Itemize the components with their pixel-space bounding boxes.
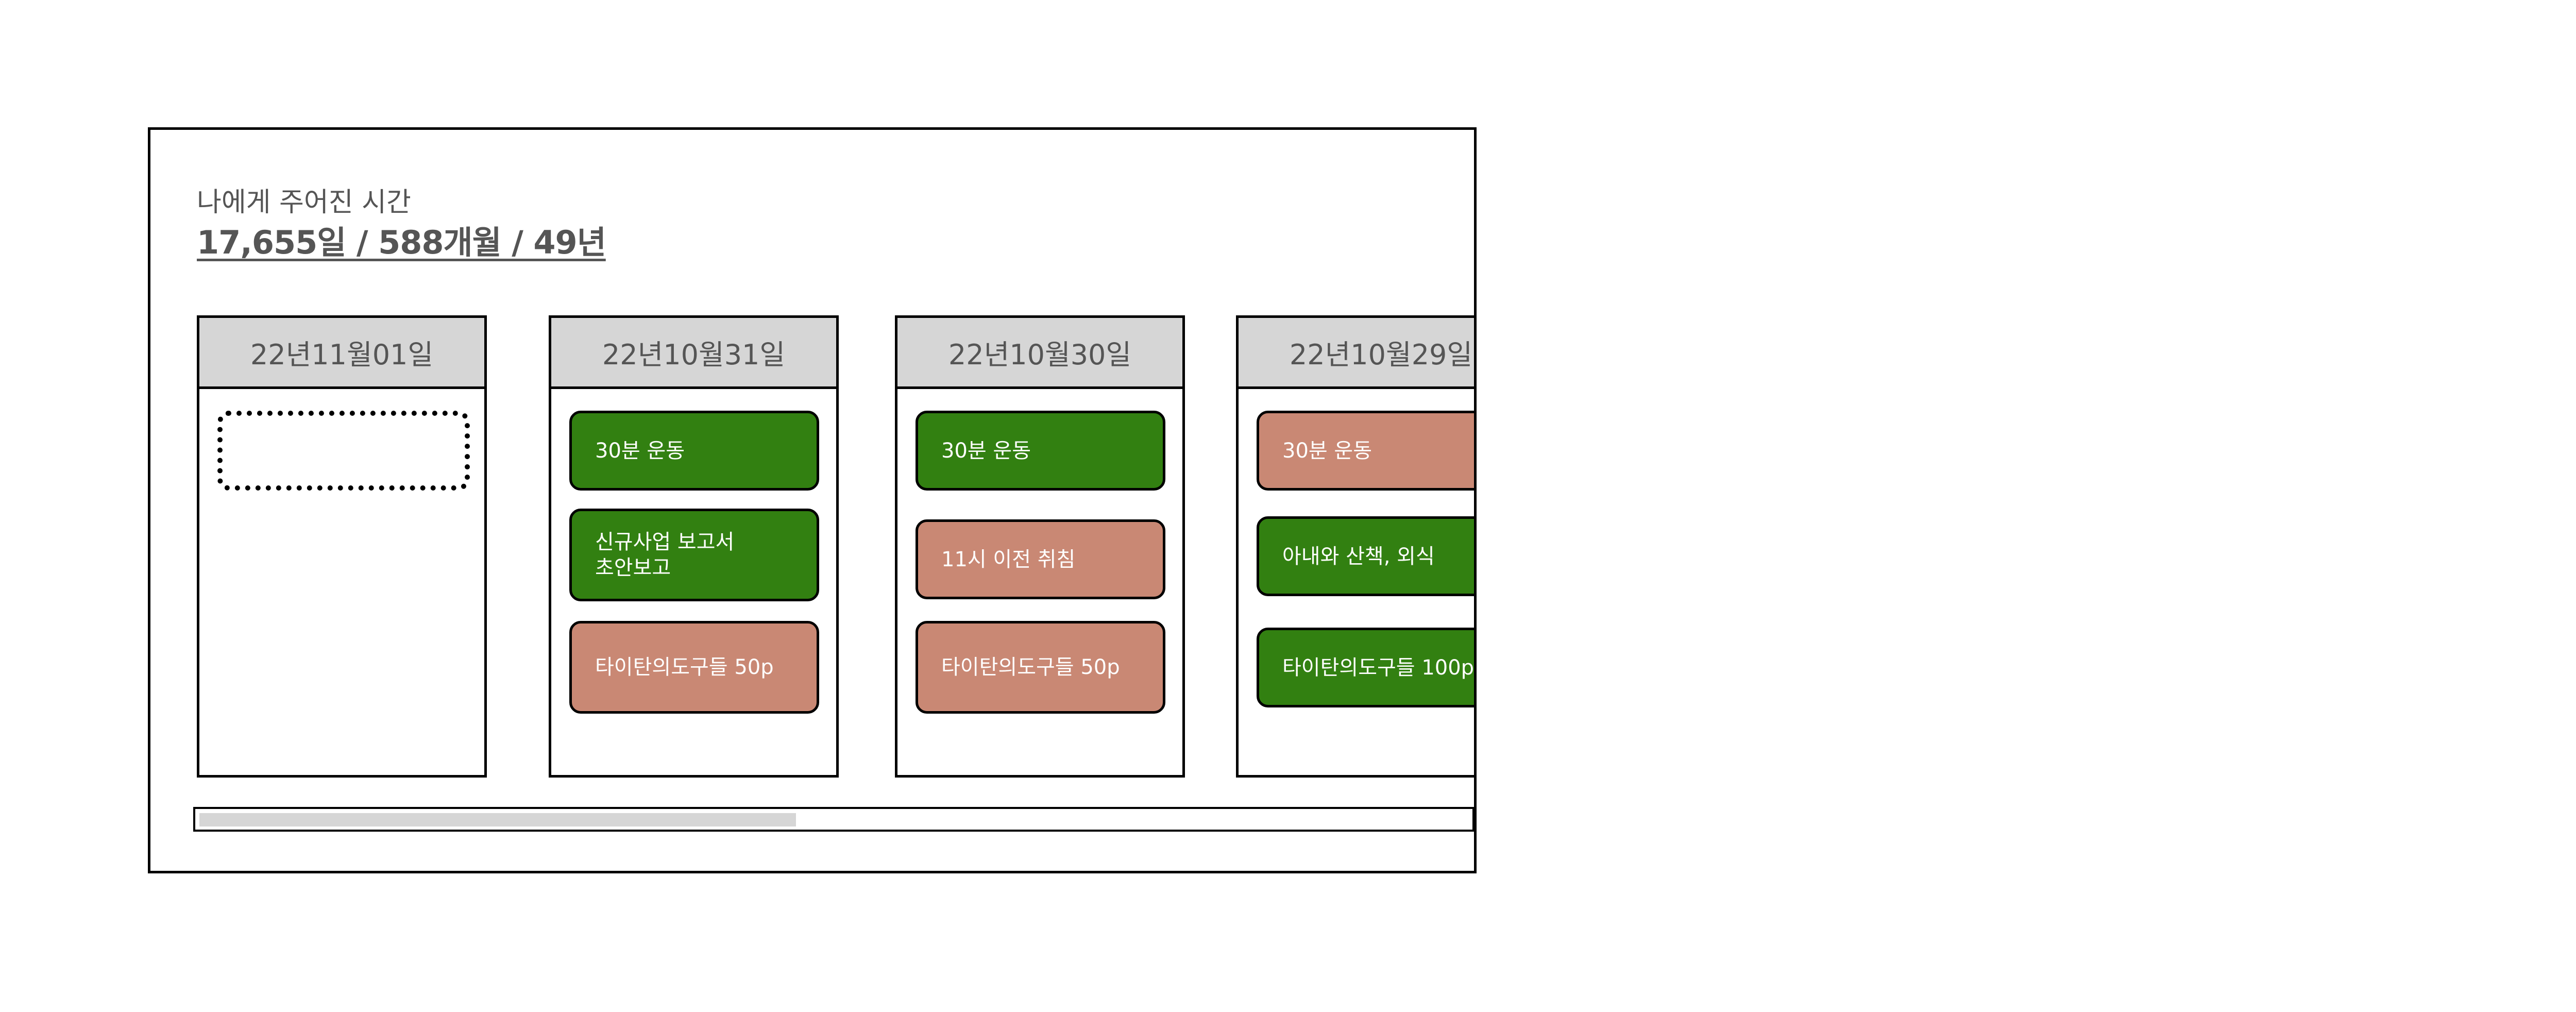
day-column: 22년11월01일: [197, 315, 487, 778]
task-card[interactable]: 30분 운동: [569, 411, 819, 491]
time-given-label: 나에게 주어진 시간: [197, 187, 411, 218]
task-card[interactable]: 11시 이전 취침: [916, 519, 1165, 599]
task-card[interactable]: 30분 운동: [1257, 411, 1474, 491]
task-card[interactable]: 타이탄의도구들 50p: [569, 621, 819, 714]
task-card[interactable]: 타이탄의도구들 50p: [916, 621, 1165, 714]
day-column: 22년10월30일 30분 운동 11시 이전 취침 타이탄의도구들 50p: [895, 315, 1185, 778]
remaining-time-counter: 17,655일 / 588개월 / 49년: [197, 224, 606, 261]
day-date-header: 22년10월29일: [1239, 318, 1474, 389]
app-frame: 나에게 주어진 시간 17,655일 / 588개월 / 49년 22년11월0…: [148, 127, 1477, 873]
day-date-header: 22년11월01일: [199, 318, 484, 389]
add-task-placeholder[interactable]: [217, 411, 470, 491]
task-card[interactable]: 신규사업 보고서 초안보고: [569, 509, 819, 601]
task-card[interactable]: 타이탄의도구들 100p: [1257, 628, 1474, 707]
task-card[interactable]: 아내와 산책, 외식: [1257, 516, 1474, 596]
day-columns-scroller[interactable]: 22년11월01일 22년10월31일 30분 운동 신규사업 보고서 초안보고…: [197, 315, 1474, 779]
day-column: 22년10월31일 30분 운동 신규사업 보고서 초안보고 타이탄의도구들 5…: [549, 315, 839, 778]
horizontal-scrollbar[interactable]: [193, 807, 1474, 832]
day-column: 22년10월29일 30분 운동 아내와 산책, 외식 타이탄의도구들 100p: [1236, 315, 1474, 778]
day-date-header: 22년10월30일: [897, 318, 1182, 389]
scrollbar-thumb[interactable]: [199, 813, 796, 827]
day-date-header: 22년10월31일: [551, 318, 836, 389]
task-card[interactable]: 30분 운동: [916, 411, 1165, 491]
